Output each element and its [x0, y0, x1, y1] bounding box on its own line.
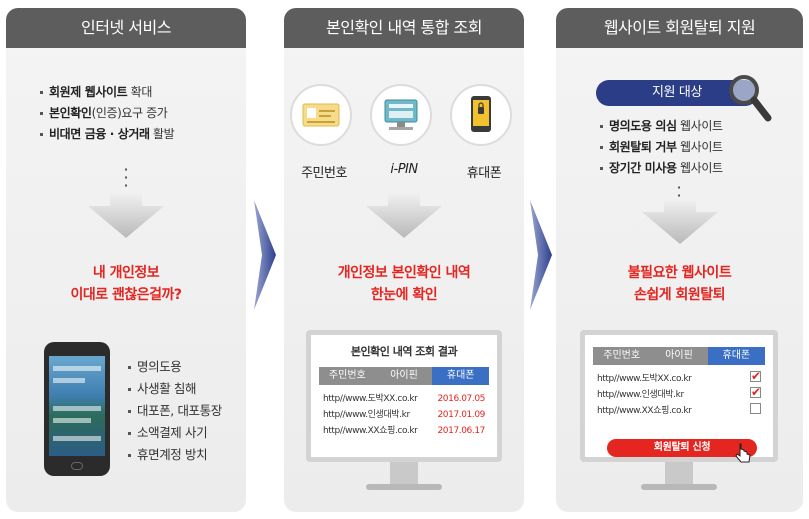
down-arrow-icon [88, 192, 164, 238]
panel-title: 인터넷 서비스 [6, 8, 246, 48]
target-list: 명의도용 의심 웹사이트 회원탈퇴 거부 웹사이트 장기간 미사용 웹사이트 [600, 116, 723, 179]
inquiry-result-screen: 본인확인 내역 조회 결과 주민번호 아이핀 휴대폰 http//www.도박X… [306, 330, 502, 462]
bullet-item: 본인확인(인증)요구 증가 [40, 103, 174, 124]
chevron-right-icon [254, 200, 276, 310]
column-header: 아이핀 [650, 347, 708, 365]
monitor-base [366, 484, 442, 490]
bullet-list: 회원제 웹사이트 확대 본인확인(인증)요구 증가 비대면 금융 · 상거래 활… [40, 82, 175, 145]
panel-withdrawal-support: 웹사이트 회원탈퇴 지원 지원 대상 명의도용 의심 웹사이트 회원탈퇴 거부 … [556, 8, 803, 512]
target-item: 회원탈퇴 거부 웹사이트 [600, 137, 723, 158]
column-header: 주민번호 [319, 367, 376, 385]
ipin-computer-icon [370, 84, 432, 146]
monitor-stand [390, 462, 418, 484]
magnifier-icon [729, 75, 772, 122]
table-header: 주민번호 아이핀 휴대폰 [593, 347, 765, 365]
target-item: 장기간 미사용 웹사이트 [600, 158, 723, 179]
cursor-pointer-icon [735, 443, 751, 463]
risk-list: 명의도용 사생활 침해 대포폰, 대포통장 소액결제 사기 휴면계정 방치 [128, 356, 222, 466]
resident-card-icon [290, 84, 352, 146]
result-text: 개인정보 본인확인 내역 한눈에 확인 [337, 265, 471, 303]
question-text: 내 개인정보 이대로 괜찮은걸까? [70, 265, 182, 303]
checkbox[interactable] [750, 403, 761, 414]
monitor-base [641, 484, 717, 490]
risk-item: 소액결제 사기 [128, 422, 222, 444]
column-header: 주민번호 [593, 347, 651, 365]
checkbox[interactable] [750, 368, 761, 384]
table-row: http//www.인생대박.kr [597, 384, 761, 403]
risk-item: 사생활 침해 [128, 378, 222, 400]
withdrawal-screen: 주민번호 아이핀 휴대폰 http//www.도박XX.co.kr http//… [580, 330, 778, 463]
panel-identity-inquiry: 본인확인 내역 통합 조회 주민번호 i-PIN 휴대폰 [284, 8, 524, 512]
phone-screen [49, 356, 105, 456]
checkbox[interactable] [750, 384, 761, 400]
down-arrow-icon [642, 198, 718, 244]
ellipsis-dots: ··· [123, 160, 129, 195]
mobile-phone-icon [450, 84, 512, 146]
bullet-item: 회원제 웹사이트 확대 [40, 82, 174, 103]
monitor-stand [665, 462, 693, 484]
down-arrow-icon [366, 192, 442, 238]
target-item: 명의도용 의심 웹사이트 [600, 116, 723, 137]
column-header: 아이핀 [375, 367, 433, 385]
home-button [71, 462, 83, 470]
risk-item: 휴면계정 방치 [128, 444, 222, 466]
bullet-item: 비대면 금융 · 상거래 활발 [40, 124, 175, 145]
method-label: i-PIN [390, 162, 418, 177]
method-label: 휴대폰 [466, 166, 502, 181]
table-row: http//www.도박XX.co.kr [597, 368, 761, 387]
column-header: 휴대폰 [432, 367, 490, 385]
withdrawal-request-button[interactable]: 회원탈퇴 신청 [607, 439, 757, 457]
risk-item: 명의도용 [128, 356, 222, 378]
result-text: 불필요한 웹사이트 손쉽게 회원탈퇴 [627, 265, 732, 303]
panel-title: 본인확인 내역 통합 조회 [284, 8, 524, 48]
chevron-right-icon [530, 200, 552, 310]
panel-title: 웹사이트 회원탈퇴 지원 [556, 8, 803, 48]
panel-internet-service: 인터넷 서비스 회원제 웹사이트 확대 본인확인(인증)요구 증가 비대면 금융… [6, 8, 246, 512]
table-row: http//www.XX쇼핑.co.kr [597, 403, 761, 419]
column-header: 휴대폰 [707, 347, 765, 365]
table-header: 주민번호 아이핀 휴대폰 [319, 367, 490, 385]
smartphone-illustration [44, 342, 110, 476]
screen-title: 본인확인 내역 조회 결과 [350, 345, 458, 358]
risk-item: 대포폰, 대포통장 [128, 400, 222, 422]
method-label: 주민번호 [301, 166, 347, 181]
